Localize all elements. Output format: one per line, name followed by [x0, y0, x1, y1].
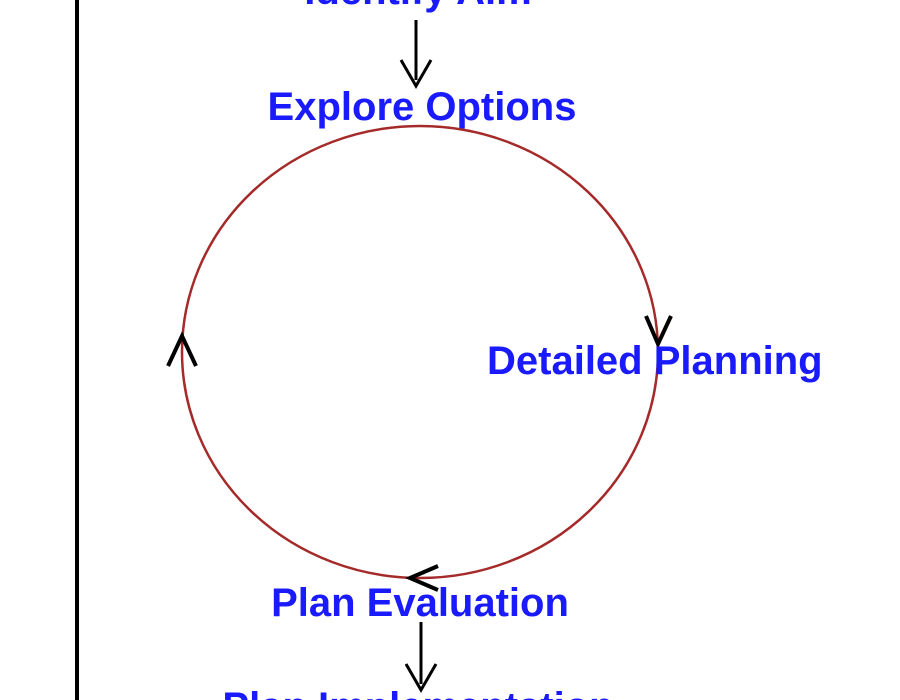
arrow-down-icon: [399, 20, 433, 90]
planning-cycle-loop: [180, 124, 660, 580]
node-explore-options: Explore Options: [268, 85, 577, 129]
node-detailed-planning: Detailed Planning: [487, 339, 823, 383]
arrow-down-icon: [404, 622, 438, 694]
node-plan-implementation: Plan Implementation: [222, 685, 613, 700]
arrowhead-icon: [404, 564, 439, 592]
node-plan-evaluation: Plan Evaluation: [271, 581, 569, 625]
arrowhead-icon: [644, 315, 673, 349]
arrowhead-icon: [166, 331, 198, 367]
node-identify-aim: Identify Aim: [304, 0, 531, 13]
